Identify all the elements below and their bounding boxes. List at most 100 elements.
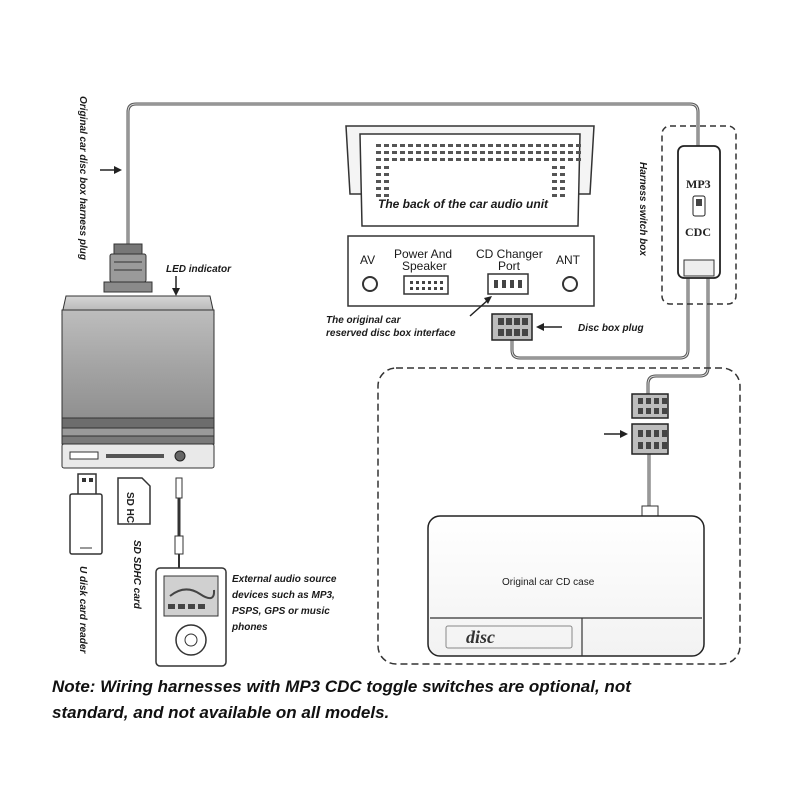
vent-slot: [552, 158, 557, 161]
vent-slot: [384, 173, 389, 176]
vent-slot: [424, 144, 429, 147]
vent-slot: [424, 158, 429, 161]
vent-slot: [520, 158, 525, 161]
vent-slot: [512, 151, 517, 154]
external-source-line3: PSPS, GPS or music: [232, 606, 330, 617]
vent-slot: [544, 158, 549, 161]
harness-switch-box: [677, 145, 721, 279]
vent-slot: [384, 151, 389, 154]
disc-box-plug-label: Disc box plug: [578, 323, 644, 334]
vent-slot: [560, 144, 565, 147]
vent-slot: [408, 158, 413, 161]
vent-slot: [480, 151, 485, 154]
vent-slot: [512, 158, 517, 161]
connector-male: [631, 393, 669, 419]
sd-card-icon: SD HC: [117, 477, 151, 525]
vent-slot: [384, 194, 389, 197]
vent-slot: [376, 166, 381, 169]
vent-slot: [376, 187, 381, 190]
car-audio-unit: [345, 125, 595, 307]
harness-switch-box-label: Harness switch box: [637, 162, 648, 256]
vent-slot: [464, 144, 469, 147]
vent-slot: [528, 144, 533, 147]
vent-slot: [504, 158, 509, 161]
vent-slot: [448, 158, 453, 161]
vent-slot: [576, 158, 581, 161]
vent-slot: [520, 144, 525, 147]
harness-plug-label: Original car disc box harness plug: [77, 96, 88, 260]
port-cd-label-2: Port: [498, 259, 521, 273]
car-audio-back-label: The back of the car audio unit: [378, 197, 549, 211]
cd-case-dashed-frame: [377, 367, 741, 665]
vent-slot: [528, 151, 533, 154]
vent-slot: [384, 180, 389, 183]
vent-slot: [416, 144, 421, 147]
vent-slot: [504, 151, 509, 154]
vent-slot: [520, 151, 525, 154]
sd-slot: [106, 454, 164, 458]
vent-slot: [552, 180, 557, 183]
connector-female: [631, 423, 669, 455]
disc-box-plug: [491, 313, 533, 341]
vent-slot: [432, 144, 437, 147]
note-line-2: standard, and not available on all model…: [52, 703, 389, 722]
sd-card-label: SD SDHC card: [131, 540, 142, 610]
cd-case-label: Original car CD case: [502, 577, 595, 588]
vent-slot: [528, 158, 533, 161]
vent-slot: [560, 173, 565, 176]
port-power-label-1: Power And: [394, 247, 452, 261]
vent-slot: [560, 180, 565, 183]
vent-slot: [376, 144, 381, 147]
vent-slot: [408, 151, 413, 154]
usb-stick-icon: [69, 473, 103, 555]
reserved-interface-label-2: reserved disc box interface: [326, 328, 456, 339]
arrow-reserved-interface: [469, 296, 492, 317]
port-power-pins: [410, 281, 443, 290]
harness-cable-inner: [127, 103, 699, 245]
port-cd-pins: [494, 280, 522, 288]
vent-slot: [384, 166, 389, 169]
vent-slot: [536, 144, 541, 147]
cable-highlights: [511, 278, 709, 508]
vent-slot: [440, 144, 445, 147]
aux-jack: [174, 450, 186, 462]
arrow-disc-box-plug: [536, 323, 562, 331]
vent-slot: [400, 158, 405, 161]
vent-slot: [576, 144, 581, 147]
music-player-icon: [155, 567, 227, 667]
vent-slot: [392, 158, 397, 161]
vent-slot: [440, 151, 445, 154]
vent-slot: [376, 158, 381, 161]
vent-slot: [568, 151, 573, 154]
vent-slot: [472, 151, 477, 154]
vent-slot: [480, 144, 485, 147]
vent-slot: [560, 194, 565, 197]
vent-slot: [488, 144, 493, 147]
vent-slot: [408, 144, 413, 147]
vent-slot: [376, 151, 381, 154]
vent-slot: [576, 151, 581, 154]
cd-slot: [445, 625, 573, 649]
vent-slot: [456, 158, 461, 161]
vent-slot: [488, 158, 493, 161]
switch-cdc-label: CDC: [685, 225, 711, 239]
vent-slot: [448, 151, 453, 154]
vent-slot: [536, 151, 541, 154]
arrow-harness-plug: [100, 166, 122, 174]
vent-slot: [480, 158, 485, 161]
vent-slot: [384, 158, 389, 161]
vent-slot: [440, 158, 445, 161]
vent-slot: [488, 151, 493, 154]
vent-slot: [472, 158, 477, 161]
sd-card-face-text: SD HC: [124, 492, 135, 523]
vent-slot: [552, 151, 557, 154]
vent-slot: [552, 173, 557, 176]
cd-case: [427, 505, 705, 657]
vent-grid: [376, 144, 581, 197]
external-source-line2: devices such as MP3,: [232, 590, 335, 601]
vent-slot: [456, 151, 461, 154]
vent-slot: [432, 158, 437, 161]
vent-slot: [552, 144, 557, 147]
port-ant-label: ANT: [556, 253, 581, 267]
